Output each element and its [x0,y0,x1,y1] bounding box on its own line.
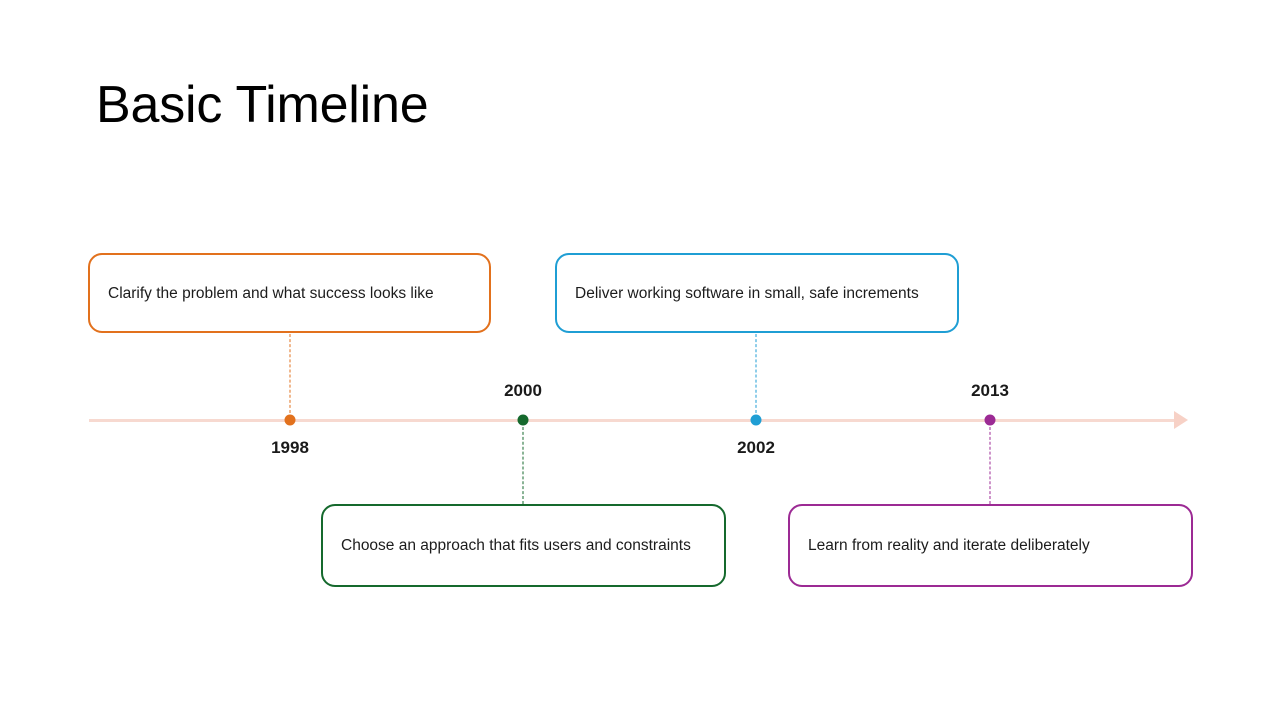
timeline-dot-2002[interactable] [750,414,762,426]
timeline-card-2000[interactable]: Choose an approach that fits users and c… [321,504,726,587]
timeline-year-2000: 2000 [504,381,542,400]
timeline-card-text: Clarify the problem and what success loo… [108,284,434,302]
timeline-connector-1998 [289,334,291,418]
timeline-card-1998[interactable]: Clarify the problem and what success loo… [88,253,491,333]
timeline-card-2013[interactable]: Learn from reality and iterate deliberat… [788,504,1193,587]
timeline-card-2002[interactable]: Deliver working software in small, safe … [555,253,959,333]
timeline-dot-2013[interactable] [984,414,996,426]
timeline-dot-1998[interactable] [284,414,296,426]
timeline-year-2013: 2013 [971,381,1009,400]
timeline-year-1998: 1998 [271,438,309,457]
page-title: Basic Timeline [96,76,429,134]
arrow-right-icon [1174,411,1188,429]
timeline-axis [89,419,1182,422]
timeline-connector-2000 [522,422,524,504]
timeline-card-text: Deliver working software in small, safe … [575,284,919,302]
timeline-dot-2000[interactable] [517,414,529,426]
timeline-card-text: Learn from reality and iterate deliberat… [808,537,1090,554]
timeline-card-text: Choose an approach that fits users and c… [341,537,691,554]
timeline-connector-2013 [989,422,991,504]
timeline-connector-2002 [755,334,757,418]
timeline-year-2002: 2002 [737,438,775,457]
